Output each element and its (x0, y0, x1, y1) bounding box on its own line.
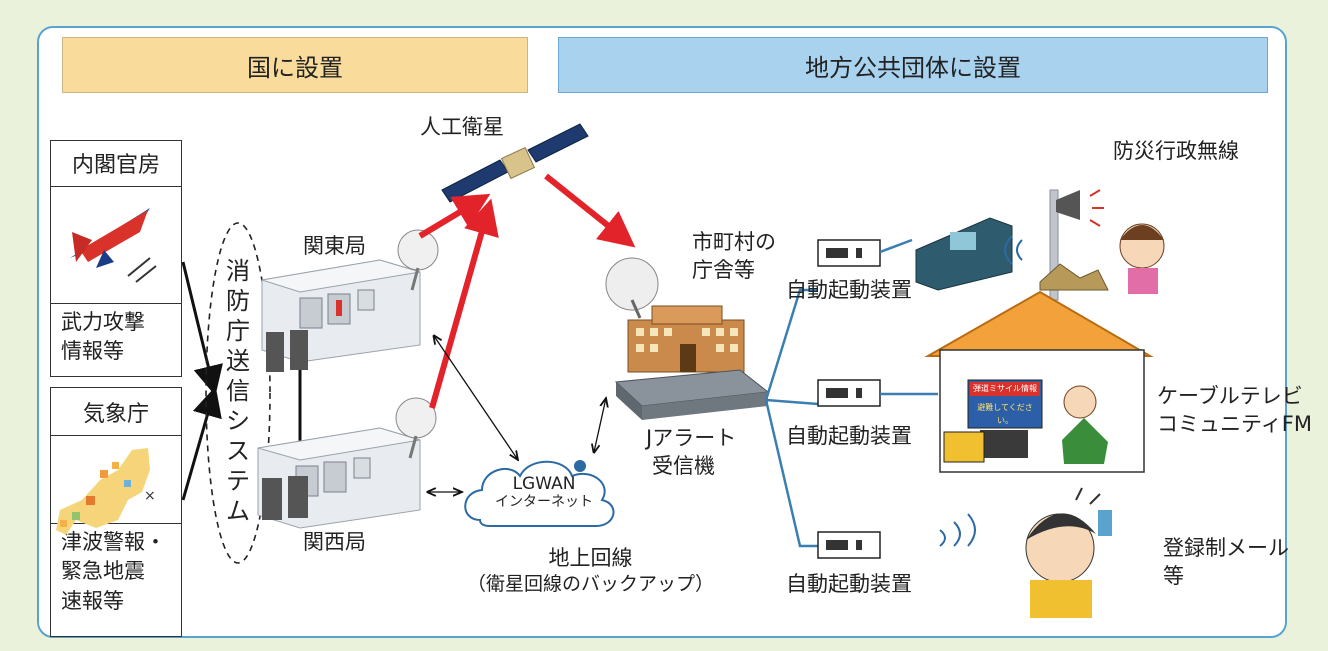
header-local-government: 地方公共団体に設置 (558, 37, 1268, 93)
person-with-phone-icon (939, 487, 1112, 618)
satellite-label: 人工衛星 (420, 115, 504, 139)
loudspeaker-pole-icon (1004, 189, 1109, 301)
rocket-icon (70, 208, 157, 283)
tv-screen-text: 弾道ミサイル情報 避難してください。 (970, 382, 1040, 427)
cable-tv-label: ケーブルテレビ コミュニティFM (1157, 382, 1312, 439)
jma-info-label: 津波警報・ 緊急地震 速報等 (51, 523, 181, 638)
municipal-office-label: 市町村の 庁舎等 (692, 228, 776, 285)
kanto-station-equipment-icon (261, 229, 439, 372)
auto-start-device-icon-1 (817, 239, 881, 267)
ground-line-label: 地上回線 （衛星回線のバックアップ） (467, 544, 714, 598)
municipal-building-icon (605, 257, 745, 373)
japan-weather-map-icon: × (56, 448, 156, 535)
jma-info-line-3: 速報等 (61, 588, 124, 613)
lgwan-line-1: LGWAN (512, 474, 576, 494)
house-icon (924, 290, 1154, 473)
lgwan-line-2: インターネット (495, 494, 593, 511)
header-national: 国に設置 (62, 37, 528, 93)
auto-start-label-1: 自動起動装置 (786, 278, 912, 302)
cabinet-secretariat-box: 内閣官房 武力攻撃 情報等 (50, 140, 182, 377)
radio-control-console-icon (915, 217, 1013, 291)
auto-start-label-3: 自動起動装置 (786, 572, 912, 596)
startled-girl-icon (1119, 223, 1165, 294)
cabinet-secretariat-title: 内閣官房 (71, 153, 160, 178)
cabinet-info-label: 武力攻撃 情報等 (51, 303, 181, 378)
auto-start-device-icon-3 (817, 531, 881, 559)
svg-text:×: × (144, 488, 156, 504)
community-fm-line-2: コミュニティFM (1157, 412, 1312, 437)
cabinet-info-line-2: 情報等 (61, 339, 124, 364)
j-alert-receiver-line-2: 受信機 (652, 454, 715, 479)
cable-tv-line-1: ケーブルテレビ (1157, 384, 1303, 408)
cabinet-info-line-1: 武力攻撃 (61, 310, 145, 334)
registered-mail-line-2: 等 (1163, 564, 1184, 589)
satellite-icon (441, 123, 589, 203)
tv-screen-line-2: 避難してください。 (977, 403, 1033, 425)
jma-info-line-2: 緊急地震 (61, 559, 145, 584)
lgwan-cloud-icon (464, 460, 615, 527)
j-alert-receiver-icon (614, 369, 770, 420)
municipal-office-line-1: 市町村の (692, 230, 776, 254)
jma-info-line-1: 津波警報・ (61, 530, 166, 554)
lgwan-label: LGWAN インターネット (488, 474, 600, 511)
kansai-station-equipment-icon (257, 397, 437, 529)
kansai-station-label: 関西局 (303, 530, 366, 554)
registered-mail-label: 登録制メール 等 (1163, 534, 1289, 591)
tv-screen-line-1: 弾道ミサイル情報 (973, 384, 1037, 393)
auto-start-device-icon-2 (817, 379, 881, 407)
j-alert-receiver-line-1: Jアラート (646, 426, 737, 450)
municipal-office-line-2: 庁舎等 (692, 258, 755, 283)
j-alert-receiver-label: Jアラート 受信機 (646, 424, 736, 481)
cabinet-divider (50, 186, 182, 187)
jma-title: 気象庁 (82, 402, 149, 427)
fdma-system-label: 消防庁 送信シ ステム (226, 257, 250, 525)
auto-start-label-2: 自動起動装置 (786, 424, 912, 448)
kanto-station-label: 関東局 (303, 234, 366, 258)
disaster-radio-label: 防災行政無線 (1113, 139, 1239, 163)
jma-divider (50, 435, 182, 436)
ground-line-subtitle: （衛星回線のバックアップ） (467, 573, 715, 596)
ground-line-title: 地上回線 (548, 546, 633, 570)
registered-mail-line-1: 登録制メール (1163, 536, 1289, 560)
